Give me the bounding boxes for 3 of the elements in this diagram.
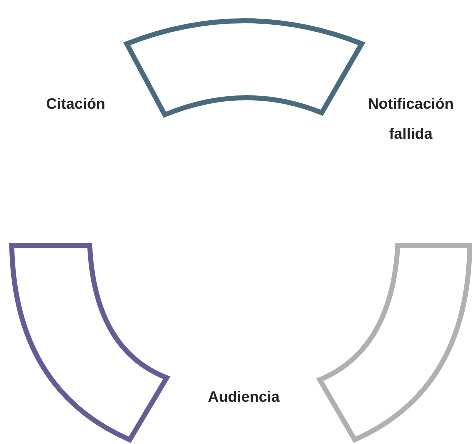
stage-label: Notificación fallida <box>367 95 455 145</box>
stage-label: Citación <box>45 95 107 115</box>
stage-label: Audiencia <box>207 388 281 408</box>
